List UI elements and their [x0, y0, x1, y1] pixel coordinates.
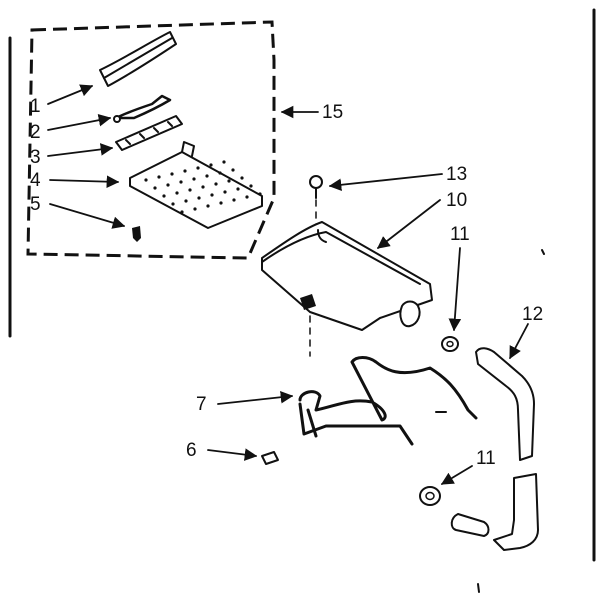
tray-perforation: [179, 180, 183, 184]
leader-11-lower: [440, 465, 473, 485]
callout-11-lower: 11: [476, 448, 496, 469]
assembly-box-dashed: [26, 20, 276, 260]
part-4-tray: [129, 141, 263, 229]
callout-11-upper: 11: [450, 224, 470, 245]
tray-perforation: [197, 196, 201, 200]
callout-2: 2: [30, 122, 41, 143]
part-12-tube: [475, 347, 539, 551]
leader-4: [49, 175, 120, 188]
leader-2: [47, 113, 112, 131]
tray-perforation: [166, 183, 170, 187]
tray-perforation: [231, 168, 235, 172]
leader-11-upper: [448, 247, 462, 332]
tray-perforation: [196, 166, 200, 170]
tray-perforation: [180, 210, 184, 214]
callout-7: 7: [196, 394, 207, 415]
leader-13: [328, 173, 443, 192]
tray-perforation: [258, 192, 262, 196]
leader-12: [509, 323, 529, 360]
callout-4: 4: [30, 170, 41, 191]
part-7-wire: [298, 356, 478, 446]
tray-perforation: [193, 207, 197, 211]
tray-perforation: [184, 199, 188, 203]
part-11-washer-lower: [419, 486, 441, 506]
tray-perforation: [170, 172, 174, 176]
tray-perforation: [219, 201, 223, 205]
part-5-screw: [132, 226, 141, 242]
tray-perforation: [232, 198, 236, 202]
tray-perforation: [171, 202, 175, 206]
part-1-cover: [99, 31, 177, 87]
callout-5: 5: [30, 194, 41, 215]
part-6-connector: [261, 451, 279, 465]
tray-perforation: [205, 174, 209, 178]
callout-10: 10: [446, 190, 467, 211]
tray-perforation: [188, 188, 192, 192]
callout-15: 15: [322, 102, 343, 123]
part-11-washer-upper: [441, 336, 459, 352]
leader-5: [49, 203, 126, 229]
tray-perforation: [157, 175, 161, 179]
tray-perforation: [201, 185, 205, 189]
tray-perforation: [210, 193, 214, 197]
tray-perforation: [227, 179, 231, 183]
leader-7: [217, 390, 294, 405]
tray-perforation: [249, 184, 253, 188]
callout-13: 13: [446, 164, 467, 185]
stray-mark-3: [477, 583, 480, 593]
stray-mark-2: [541, 249, 545, 255]
tray-perforation: [214, 182, 218, 186]
leader-6: [207, 448, 258, 461]
leader-1: [47, 84, 94, 105]
tray-perforation: [218, 171, 222, 175]
tray-perforation: [144, 178, 148, 182]
part-3-strip: [115, 115, 183, 151]
part-2-clip: [113, 94, 172, 123]
tray-perforation: [192, 177, 196, 181]
tray-perforation: [153, 186, 157, 190]
tray-perforation: [236, 187, 240, 191]
leader-3: [47, 143, 114, 157]
tray-perforation: [223, 190, 227, 194]
tray-perforation: [183, 169, 187, 173]
callout-3: 3: [30, 147, 41, 168]
leader-10: [377, 199, 441, 249]
callout-12: 12: [522, 304, 543, 325]
part-10-housing: [261, 221, 433, 331]
tray-perforation: [240, 176, 244, 180]
tray-perforation: [175, 191, 179, 195]
tray-perforation: [222, 160, 226, 164]
callout-1: 1: [30, 96, 41, 117]
tray-perforation: [245, 195, 249, 199]
part-13-screw: [309, 175, 323, 199]
tray-perforation: [206, 204, 210, 208]
fitting-lower: [450, 513, 490, 537]
callout-6: 6: [186, 440, 197, 461]
tray-perforation: [162, 194, 166, 198]
tray-perforation: [209, 163, 213, 167]
